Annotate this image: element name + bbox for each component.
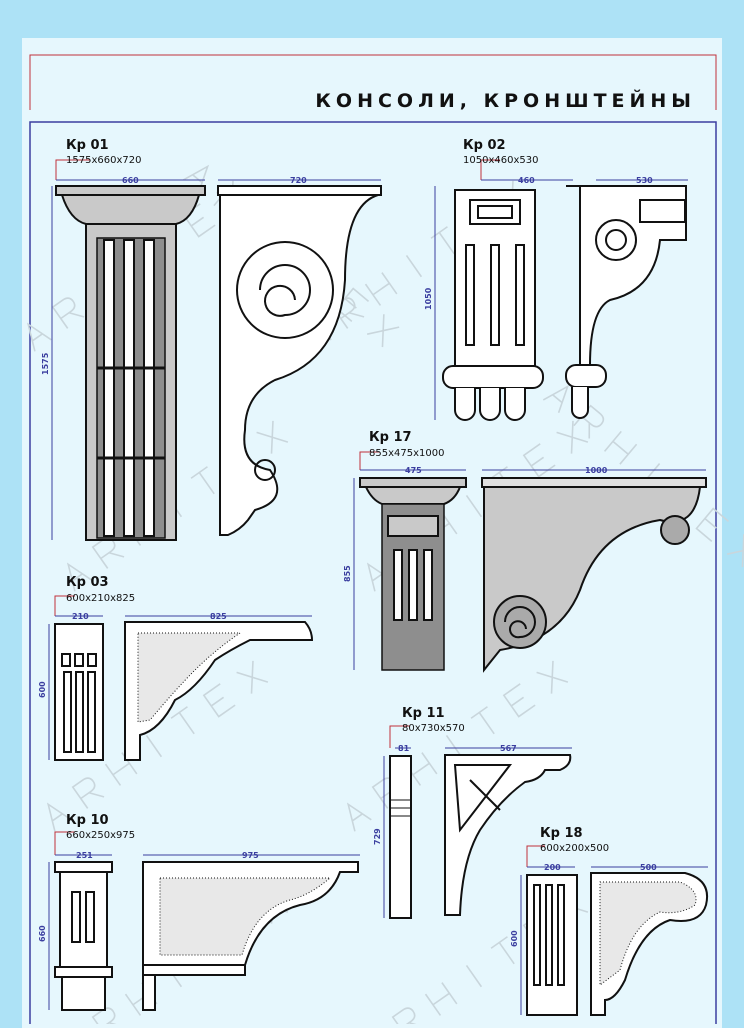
bracket-kp03-drawing: 210 825 600 bbox=[38, 595, 314, 761]
bracket-kp18-drawing: 200 500 600 bbox=[510, 845, 708, 1016]
bracket-kp10-drawing: 251 975 660 bbox=[38, 831, 360, 1011]
item-size-kp10: 660x250x975 bbox=[66, 830, 136, 841]
dim-kp17-side: 1000 bbox=[585, 466, 608, 475]
dim-kp03-height: 600 bbox=[38, 681, 47, 698]
item-code-kp17: Кр 17 bbox=[369, 430, 412, 445]
catalog-frame bbox=[29, 121, 717, 1024]
item-size-kp11: 80x730x570 bbox=[402, 723, 465, 734]
item-size-kp02: 1050x460x530 bbox=[463, 155, 539, 166]
dim-kp17-height: 855 bbox=[343, 565, 352, 582]
dim-kp18-front: 200 bbox=[544, 863, 561, 872]
item-code-kp10: Кр 10 bbox=[66, 813, 109, 828]
dim-kp18-side: 500 bbox=[640, 863, 657, 872]
dim-kp10-height: 660 bbox=[38, 925, 47, 942]
dim-kp11-front: 81 bbox=[398, 744, 410, 753]
dim-kp01-side: 720 bbox=[290, 176, 307, 185]
item-size-kp18: 600x200x500 bbox=[540, 843, 610, 854]
item-code-kp02: Кр 02 bbox=[463, 138, 506, 153]
bracket-kp02-drawing: 460 530 1050 bbox=[424, 159, 688, 421]
bracket-kp17-drawing: 475 1000 855 bbox=[343, 451, 707, 673]
dim-kp10-side: 975 bbox=[242, 851, 259, 860]
dim-kp01-height: 1575 bbox=[41, 352, 50, 375]
dim-kp11-height: 729 bbox=[373, 828, 382, 845]
dim-kp03-front: 210 bbox=[72, 612, 89, 621]
dim-kp01-front: 660 bbox=[122, 176, 139, 185]
item-size-kp03: 600x210x825 bbox=[66, 593, 136, 604]
dim-kp11-side: 567 bbox=[500, 744, 517, 753]
item-size-kp01: 1575x660x720 bbox=[66, 155, 142, 166]
dim-kp17-front: 475 bbox=[405, 466, 422, 475]
item-code-kp03: Кр 03 bbox=[66, 575, 109, 590]
dim-kp10-front: 251 bbox=[76, 851, 93, 860]
item-size-kp17: 855x475x1000 bbox=[369, 448, 445, 459]
dim-kp03-side: 825 bbox=[210, 612, 227, 621]
dim-kp02-height: 1050 bbox=[424, 287, 433, 310]
item-code-kp11: Кр 11 bbox=[402, 706, 445, 721]
bracket-kp11-drawing: 81 567 729 bbox=[373, 725, 572, 919]
dim-kp18-height: 600 bbox=[510, 930, 519, 947]
dim-kp02-front: 460 bbox=[518, 176, 535, 185]
item-code-kp18: Кр 18 bbox=[540, 826, 583, 841]
item-code-kp01: Кр 01 bbox=[66, 138, 109, 153]
header-line bbox=[29, 54, 717, 110]
bracket-kp01-drawing: 660 720 1575 bbox=[41, 159, 382, 541]
dim-kp02-side: 530 bbox=[636, 176, 653, 185]
page-title: КОНСОЛИ, КРОНШТЕЙНЫ bbox=[315, 90, 696, 112]
